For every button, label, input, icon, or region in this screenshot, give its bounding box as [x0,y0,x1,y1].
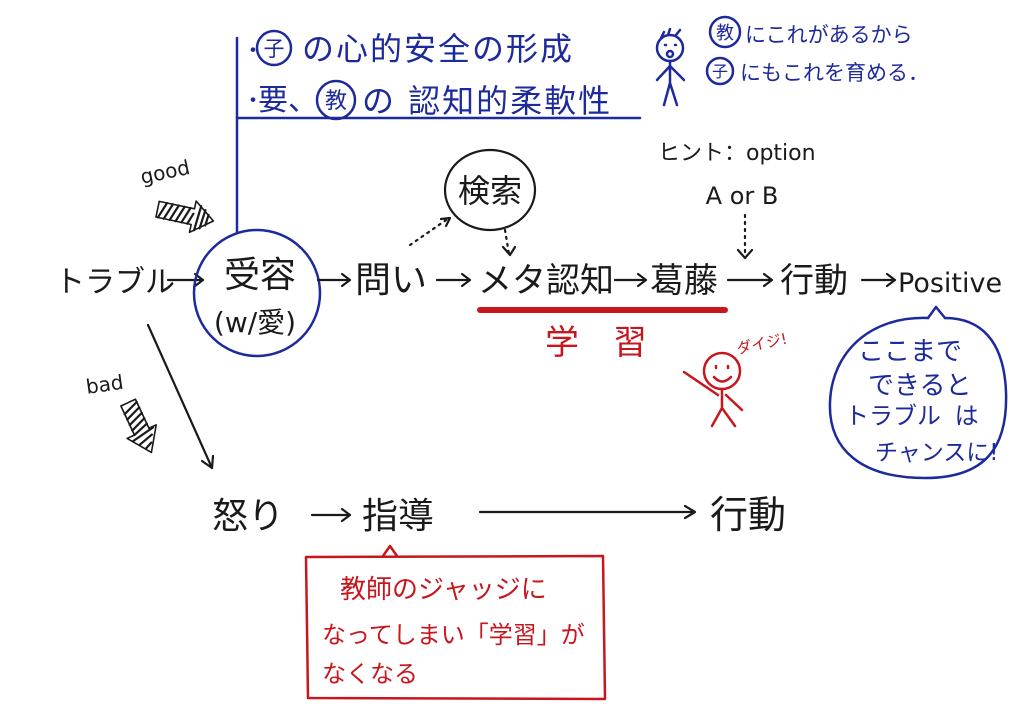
note-1-circled-mark [708,15,742,49]
teacher-figure-icon [655,27,686,107]
trouble-label: トラブル [55,265,175,300]
anger-label: 怒り [212,496,284,537]
arrow-acceptance-to-question [316,272,352,288]
arrow-trouble-to-anger [146,323,215,470]
goal-2-bullet: ・ [242,89,264,114]
arrow-action-to-positive [860,272,897,288]
arrow-guidance-to-action [478,504,697,520]
warning-line-2: なってしまい「学習」が [322,621,585,649]
chance-line-4: チャンスに! [875,440,999,466]
arrow-trouble-to-acceptance [166,272,205,288]
conflict-label: 葛藤 [650,261,718,301]
goal-2-prefix: 要、 [258,83,318,118]
search-to-metacognition-dotted-arrow [501,228,517,257]
acceptance-circle [192,228,322,358]
guidance-label: 指導 [362,496,434,537]
arrow-question-to-metacognition [435,272,472,288]
question-to-search-dotted-arrow [408,216,452,247]
good-striped-arrow-icon [155,200,215,234]
goal-2-circled-mark [315,79,357,121]
warning-line-3: なくなる [322,660,418,688]
search-bubble [443,148,537,232]
hint-line-1: ヒント：option [658,141,816,166]
arrow-metacognition-to-conflict [613,272,648,288]
positive-label: Positive [898,268,1002,299]
note-2-circled-char: 子 [712,62,728,81]
chance-line-1: ここまで [858,337,962,367]
bad-action-label: 行動 [710,493,786,537]
warning-line-1: 教師のジャッジに [340,575,547,605]
warning-box [304,554,607,701]
goal-1-text: の心的安全の形成 [302,30,574,68]
note-1-text: にこれがあるから [745,23,913,47]
bad-label: bad [84,370,125,399]
hint-line-2: A or B [706,182,779,210]
good-action-label: 行動 [780,261,848,301]
goal-1-bullet: ・ [242,39,264,64]
teacher-note: 教 にこれがあるから 子 にもこれを育める． [655,15,929,107]
warning-caret [381,544,399,558]
chance-line-3: トラブル は [845,402,979,430]
acceptance-label: 受容 [224,255,296,296]
important-figure-icon [682,351,744,428]
goal-2-text: の 認知的柔軟性 [362,82,612,120]
note-1-circled-char: 教 [716,23,734,44]
arrow-anger-to-guidance [310,507,352,523]
goal-2-circled-char: 教 [325,89,347,114]
chance-line-2: できると [868,371,971,401]
with-love-label: (w/愛) [214,306,296,339]
search-label: 検索 [458,172,522,210]
chance-speech-bubble [828,305,1008,480]
important-label: ダイジ! [735,330,789,358]
question-label: 問い [355,260,427,301]
learning-label: 学習 [545,323,681,363]
note-2-text: にもこれを育める． [740,61,929,85]
metacognition-label: メタ認知 [478,261,614,301]
good-label: good [138,155,192,189]
goal-1-circled-char: 子 [264,37,285,61]
bad-striped-arrow-icon [120,398,157,454]
arrow-conflict-to-action [726,272,774,288]
goals-block: ・ 子 の心的安全の形成 ・ 要、 教 の 認知的柔軟性 [235,29,642,234]
goal-1-circled-mark [255,29,293,67]
note-2-circled-mark [705,56,735,86]
hint-dotted-arrow [736,213,754,260]
